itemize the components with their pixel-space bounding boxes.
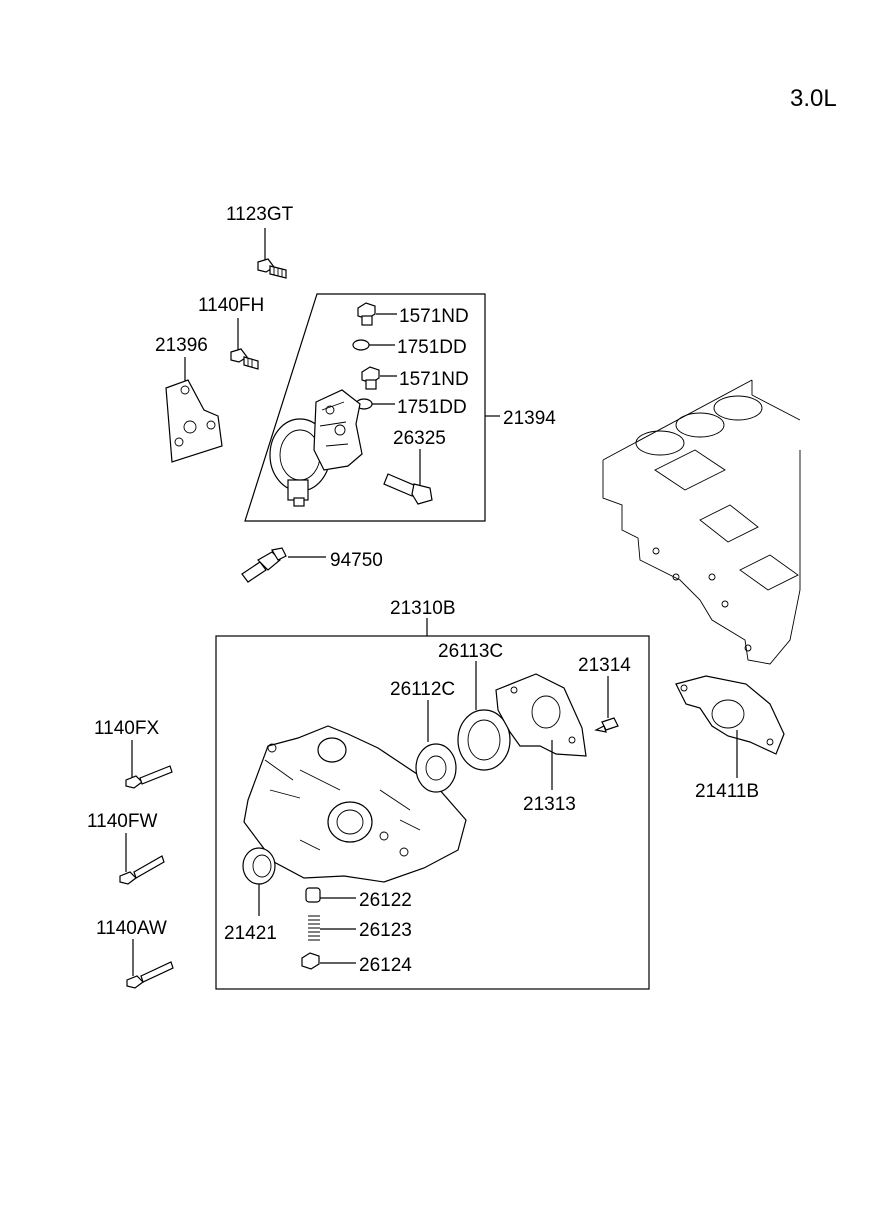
part-label-26113c: 26113C [438,641,503,662]
part-label-1571nd-b: 1571ND [399,369,469,390]
sensor-26325-drawing [383,449,433,505]
bolt-1123gt-drawing [257,228,287,279]
seal-21421-drawing [242,847,276,916]
engine-block-drawing [602,379,801,665]
part-label-1140fx: 1140FX [94,718,159,739]
bolt-1140fx-drawing [125,740,173,789]
part-label-1140fh: 1140FH [198,295,264,316]
part-label-1140fw: 1140FW [87,811,157,832]
part-label-21313: 21313 [523,794,576,815]
plug-1571nd-a-drawing [357,302,397,326]
assembly-21310b-frame [215,635,650,990]
washer-1751dd-b-drawing [355,398,395,410]
gasket-21396-drawing [165,357,223,463]
part-label-1123gt: 1123GT [226,204,294,225]
part-label-21310b: 21310B [390,598,456,619]
part-label-21314: 21314 [578,655,631,676]
part-label-94750: 94750 [330,550,383,571]
sender-94750-drawing [241,547,326,583]
plunger-26122-drawing [305,887,356,903]
part-label-26112c: 26112C [390,679,455,700]
cover-21313-drawing [495,673,587,790]
part-label-1140aw: 1140AW [96,918,167,939]
spring-26123-drawing [308,915,356,941]
part-label-26325: 26325 [393,428,446,449]
oil-pump-body-drawing [243,725,467,883]
part-label-1571nd-a: 1571ND [399,306,469,327]
part-label-26123: 26123 [359,920,412,941]
part-label-26124: 26124 [359,955,412,976]
washer-1751dd-a-drawing [352,339,395,351]
filter-housing-drawing [269,389,363,507]
part-label-26122: 26122 [359,890,412,911]
part-label-21421: 21421 [224,923,277,944]
part-label-1751dd-b: 1751DD [397,397,467,418]
engine-label: 3.0L [790,85,837,112]
rotor-26113c-drawing [457,661,511,771]
screw-21314-drawing [594,676,619,733]
plug-1571nd-b-drawing [361,366,397,390]
rotor-26112c-drawing [415,700,457,793]
gasket-21411b-drawing [675,675,785,778]
part-label-21411b: 21411B [695,781,759,802]
bolt-1140aw-drawing [126,939,174,989]
part-label-21396: 21396 [155,335,208,356]
bolt-1140fw-drawing [119,833,165,885]
part-label-21394: 21394 [503,408,556,429]
part-label-1751dd-a: 1751DD [397,337,467,358]
plug-26124-drawing [301,952,356,970]
bolt-1140fh-drawing [230,318,259,370]
assembly-21394-frame [244,293,486,522]
